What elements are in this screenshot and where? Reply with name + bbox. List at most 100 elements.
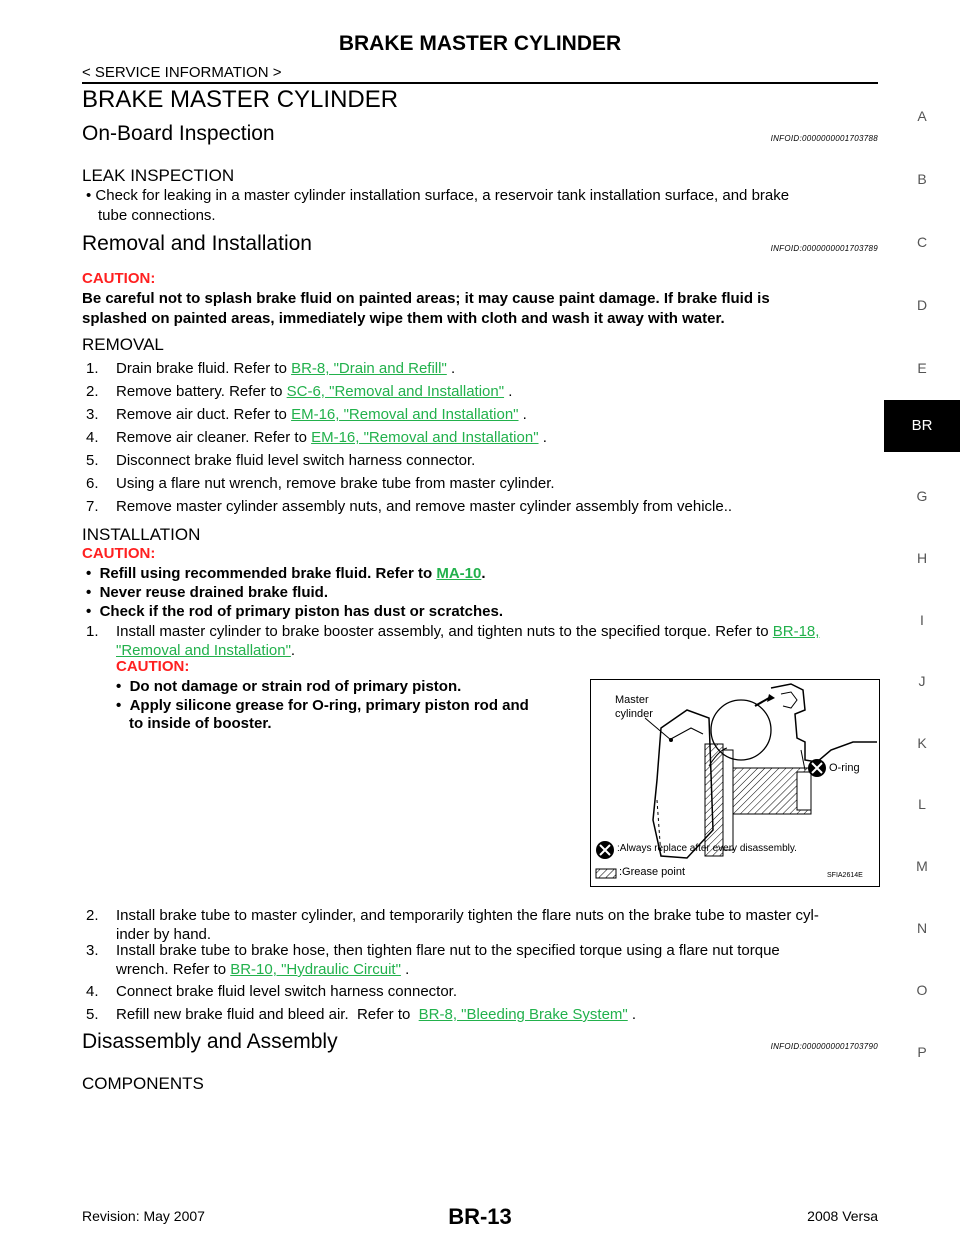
side-index-item[interactable]: C bbox=[916, 234, 928, 250]
removal-step-num: 2. bbox=[86, 383, 99, 400]
master-cylinder-illustration bbox=[595, 683, 877, 879]
installation-caution-3: • Check if the rod of primary piston has… bbox=[86, 603, 504, 620]
removal-step: Disconnect brake fluid level switch harn… bbox=[116, 451, 475, 471]
install-step-4-text: Connect brake fluid level switch harness… bbox=[116, 983, 458, 1000]
infoid-removal-installation: INFOID:0000000001703789 bbox=[770, 244, 878, 253]
install-step-1-caution-2: • Apply silicone grease for O-ring, prim… bbox=[116, 697, 529, 714]
removal-step: Remove battery. Refer to SC-6, "Removal … bbox=[116, 382, 512, 402]
side-index-item[interactable]: K bbox=[917, 735, 927, 751]
side-index-item[interactable]: N bbox=[916, 920, 928, 936]
side-index-item[interactable]: G bbox=[916, 488, 928, 504]
install-step-2-line2: inder by hand. bbox=[116, 926, 212, 943]
installation-caution-2: • Never reuse drained brake fluid. bbox=[86, 584, 329, 601]
figure-code: SFIA2614E bbox=[827, 872, 863, 879]
removal-step-link[interactable]: SC-6, "Removal and Installation" bbox=[286, 383, 505, 400]
figure-label-cylinder: cylinder bbox=[615, 708, 653, 720]
removal-step: Remove air cleaner. Refer to EM-16, "Rem… bbox=[116, 428, 547, 448]
link-br-18[interactable]: BR-18, bbox=[772, 623, 820, 640]
caution-line-2: splashed on painted areas, immediately w… bbox=[82, 310, 725, 327]
infoid-onboard: INFOID:0000000001703788 bbox=[770, 134, 878, 143]
install-step-4-num: 4. bbox=[86, 983, 99, 1000]
removal-step-num: 7. bbox=[86, 498, 99, 515]
install-step-1-caution-1: • Do not damage or strain rod of primary… bbox=[116, 678, 462, 695]
removal-step: Remove air duct. Refer to EM-16, "Remova… bbox=[116, 405, 527, 425]
removal-step-num: 3. bbox=[86, 406, 99, 423]
removal-step-after: . bbox=[504, 383, 513, 400]
leak-inspection-title: LEAK INSPECTION bbox=[82, 166, 235, 185]
install-step-1-caution-2-cont: to inside of booster. bbox=[129, 715, 272, 732]
link-br-8-bleeding[interactable]: BR-8, "Bleeding Brake System" bbox=[418, 1006, 628, 1023]
removal-step-text: Using a flare nut wrench, remove brake t… bbox=[116, 475, 555, 492]
install-step-3-line2: wrench. Refer to BR-10, "Hydraulic Circu… bbox=[116, 961, 410, 978]
installation-title: INSTALLATION bbox=[82, 525, 201, 544]
side-index-item[interactable]: J bbox=[918, 673, 926, 689]
infoid-disassembly: INFOID:0000000001703790 bbox=[770, 1042, 878, 1051]
removal-step-num: 1. bbox=[86, 360, 99, 377]
side-index-item[interactable]: B bbox=[917, 171, 927, 187]
header-section: < SERVICE INFORMATION > bbox=[82, 64, 282, 81]
side-index-active-br[interactable]: BR bbox=[884, 400, 960, 452]
removal-step: Using a flare nut wrench, remove brake t… bbox=[116, 474, 555, 494]
removal-step-num: 5. bbox=[86, 452, 99, 469]
removal-step-after: . bbox=[446, 360, 456, 377]
removal-title: REMOVAL bbox=[82, 335, 164, 354]
install-step-3-num: 3. bbox=[86, 942, 99, 959]
link-br-10-hydraulic-circuit[interactable]: BR-10, "Hydraulic Circuit" bbox=[230, 961, 401, 978]
side-index-item[interactable]: H bbox=[916, 550, 928, 566]
footer-revision: Revision: May 2007 bbox=[82, 1208, 205, 1224]
figure-legend-replace: :Always replace after every disassembly. bbox=[617, 843, 797, 854]
install-step-2-num: 2. bbox=[86, 907, 99, 924]
leak-inspection-text-cont: tube connections. bbox=[98, 207, 216, 224]
link-br-18-removal-installation[interactable]: "Removal and Installation" bbox=[116, 642, 291, 659]
removal-step-after: . bbox=[538, 429, 547, 446]
install-step-3-line1: Install brake tube to brake hose, then t… bbox=[116, 942, 780, 959]
figure-label-oring: O-ring bbox=[829, 762, 860, 774]
removal-step-num: 6. bbox=[86, 475, 99, 492]
removal-step: Remove master cylinder assembly nuts, an… bbox=[116, 497, 732, 517]
removal-step-text: Disconnect brake fluid level switch harn… bbox=[116, 452, 476, 469]
side-index-item[interactable]: I bbox=[920, 612, 924, 628]
side-index-item[interactable]: M bbox=[916, 858, 928, 874]
removal-step-text: Drain brake fluid. Refer to bbox=[116, 360, 292, 377]
removal-step-text: Remove air cleaner. Refer to bbox=[116, 429, 312, 446]
install-step-1-text-cont: "Removal and Installation". bbox=[116, 642, 296, 659]
removal-step-link[interactable]: BR-8, "Drain and Refill" bbox=[291, 360, 447, 377]
side-index-item[interactable]: P bbox=[917, 1044, 927, 1060]
removal-step-after: . bbox=[518, 406, 527, 423]
header-rule bbox=[82, 82, 878, 84]
section-title-onboard: On-Board Inspection bbox=[82, 122, 275, 145]
removal-step-text: Remove master cylinder assembly nuts, an… bbox=[116, 498, 733, 515]
page-title: BRAKE MASTER CYLINDER bbox=[82, 86, 399, 113]
section-title-disassembly: Disassembly and Assembly bbox=[82, 1030, 338, 1053]
side-index-item[interactable]: O bbox=[916, 982, 928, 998]
install-step-5-text: Refill new brake fluid and bleed air. Re… bbox=[116, 1006, 637, 1023]
removal-step: Drain brake fluid. Refer to BR-8, "Drain… bbox=[116, 359, 455, 379]
removal-step-text: Remove air duct. Refer to bbox=[116, 406, 292, 423]
caution-label: CAUTION: bbox=[82, 270, 156, 287]
side-index-item[interactable]: A bbox=[917, 108, 927, 124]
side-index-item[interactable]: D bbox=[916, 297, 928, 313]
removal-step-text: Remove battery. Refer to bbox=[116, 383, 287, 400]
header-title: BRAKE MASTER CYLINDER bbox=[338, 32, 622, 55]
leak-inspection-text: • Check for leaking in a master cylinder… bbox=[86, 187, 790, 204]
figure-legend-grease: :Grease point bbox=[619, 866, 686, 878]
removal-step-link[interactable]: EM-16, "Removal and Installation" bbox=[291, 406, 519, 423]
caution-line-1: Be careful not to splash brake fluid on … bbox=[82, 290, 770, 307]
master-cylinder-figure: Master cylinder O-ring :Always replace a… bbox=[590, 679, 880, 887]
install-step-1-caution-label: CAUTION: bbox=[116, 658, 190, 675]
install-step-2-line1: Install brake tube to master cylinder, a… bbox=[116, 907, 819, 924]
page-number: BR-13 bbox=[448, 1204, 512, 1229]
figure-label-master: Master bbox=[615, 694, 649, 706]
side-index-item[interactable]: E bbox=[917, 360, 927, 376]
link-ma-10[interactable]: MA-10 bbox=[436, 565, 482, 582]
section-title-removal-installation: Removal and Installation bbox=[82, 232, 312, 255]
install-step-5-num: 5. bbox=[86, 1006, 99, 1023]
install-step-1-num: 1. bbox=[86, 623, 99, 640]
footer-model: 2008 Versa bbox=[807, 1208, 878, 1224]
install-step-1-text: Install master cylinder to brake booster… bbox=[116, 623, 820, 640]
components-title: COMPONENTS bbox=[82, 1074, 204, 1093]
removal-step-link[interactable]: EM-16, "Removal and Installation" bbox=[311, 429, 539, 446]
side-index-item[interactable]: L bbox=[918, 796, 926, 812]
installation-caution-1-text: Refill using recommended brake fluid. Re… bbox=[99, 565, 437, 582]
removal-step-num: 4. bbox=[86, 429, 99, 446]
